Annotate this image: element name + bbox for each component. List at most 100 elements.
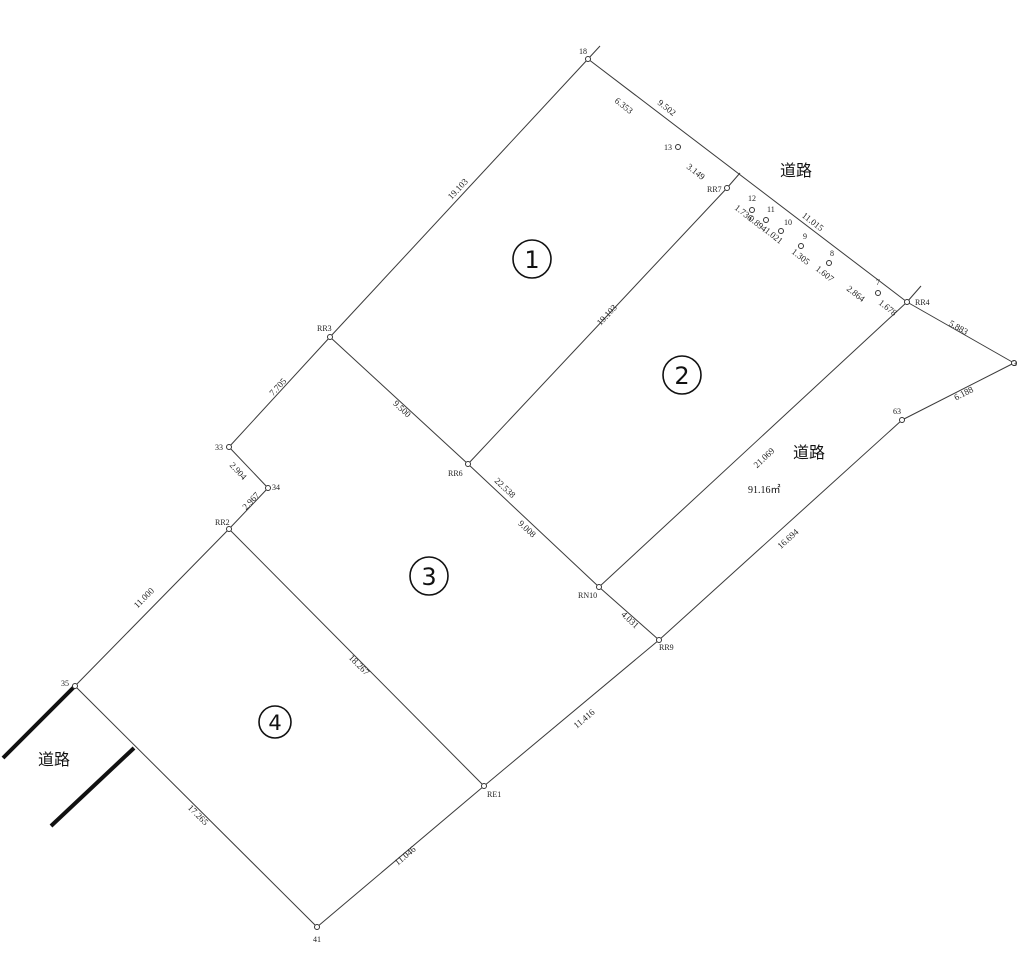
- point-label-rr6: RR6: [448, 469, 463, 478]
- boundary-lines: [74, 45, 1015, 928]
- lot-2: 2: [662, 355, 702, 395]
- lot-circle: [662, 355, 702, 395]
- distance-rr7-rr6: 19.103: [595, 302, 620, 327]
- distance-labels: 6.353 9.502 3.149 1.736 0.894 1.021 1.30…: [132, 95, 976, 867]
- point-label-rr7: RR7: [707, 185, 722, 194]
- distance-34-rr2: 2.967: [240, 490, 261, 512]
- point-label-13: 13: [664, 143, 672, 152]
- lot-circle: [512, 239, 552, 279]
- boundary-18-rr4: [587, 58, 908, 303]
- point-marker: [904, 299, 910, 305]
- division-rn10-rr9: [598, 586, 660, 641]
- lot-4-number: 4: [268, 711, 281, 735]
- point-marker: [763, 217, 769, 223]
- distance-33-34: 2.904: [228, 460, 249, 482]
- distance-rr4-3: 5.883: [947, 318, 970, 337]
- road-labels: 道路 道路 道路: [38, 161, 825, 769]
- point-label-rr3: RR3: [317, 324, 332, 333]
- point-label-12: 12: [748, 194, 756, 203]
- boundary-rr2-35: [74, 528, 230, 687]
- point-label-8: 8: [830, 249, 834, 258]
- distance-18-rr7: 9.502: [656, 97, 678, 117]
- distance-13-rr7: 3.149: [685, 161, 708, 182]
- boundary-rr3-33: [228, 336, 331, 448]
- road-edge-line: [49, 746, 136, 828]
- point-label-re1: RE1: [487, 790, 501, 799]
- lot-1-number: 1: [524, 246, 539, 274]
- distance-10-9: 1.305: [790, 246, 813, 267]
- point-marker: [265, 485, 271, 491]
- lot-1: 1: [512, 239, 552, 279]
- distance-35-41: 17.265: [186, 803, 211, 828]
- point-label-7: 7: [876, 278, 880, 287]
- boundary-3-rr4: [906, 301, 1015, 364]
- point-marker: [656, 637, 662, 643]
- distance-63-rr9: 16.694: [775, 526, 800, 550]
- road-label-southwest: 道路: [38, 750, 70, 769]
- survey-points: [72, 56, 1017, 930]
- lot-3-number: 3: [421, 563, 436, 591]
- distance-rr4-rn10: 21.069: [751, 445, 776, 470]
- division-rr2-re1: [228, 528, 485, 787]
- point-marker: [226, 444, 232, 450]
- point-marker: [481, 783, 487, 789]
- point-marker: [327, 334, 333, 340]
- point-label-35: 35: [61, 679, 69, 688]
- tick-rr7: [726, 172, 741, 189]
- boundary-63-3: [901, 362, 1015, 421]
- point-marker: [826, 260, 832, 266]
- distance-41-re1: 11.046: [393, 844, 419, 868]
- road-edge-line: [1, 684, 77, 760]
- division-rr3-rr6: [329, 336, 469, 465]
- point-label-rr4: RR4: [915, 298, 930, 307]
- point-label-18: 18: [579, 47, 587, 56]
- boundary-41-re1: [316, 785, 485, 928]
- distance-rr6-rn10-a: 22.538: [493, 476, 518, 501]
- point-label-9: 9: [803, 232, 807, 241]
- distance-rr6-rn10-b: 9.008: [516, 518, 538, 539]
- point-marker: [724, 185, 730, 191]
- distance-9-8: 1.607: [814, 263, 837, 284]
- point-marker: [798, 243, 804, 249]
- distance-3-63: 6.188: [952, 384, 975, 402]
- point-label-10: 10: [784, 218, 792, 227]
- point-label-3: 3: [1013, 359, 1017, 368]
- boundary-re1-rr9: [483, 639, 660, 787]
- distance-rr3-rr6: 9.500: [391, 398, 413, 419]
- boundary-34-rr2: [228, 487, 269, 530]
- distance-rr2-re1: 18.267: [347, 653, 372, 678]
- distance-7-rr4: 1.678: [877, 297, 900, 318]
- point-marker: [596, 584, 602, 590]
- point-label-41: 41: [313, 935, 321, 944]
- tick-rr4: [906, 285, 922, 303]
- point-marker: [675, 144, 681, 150]
- point-marker: [899, 417, 905, 423]
- division-rr6-rr7: [467, 187, 728, 465]
- point-marker: [314, 924, 320, 930]
- point-label-11: 11: [767, 205, 775, 214]
- point-label-63: 63: [893, 407, 901, 416]
- point-marker: [72, 683, 78, 689]
- point-label-rr2: RR2: [215, 518, 230, 527]
- lot-circle: [258, 705, 292, 739]
- distance-rn10-rr9: 4.031: [619, 609, 641, 630]
- distance-18-rr3: 19.103: [446, 176, 471, 201]
- lot-numbers: 1 2 3 4: [258, 239, 702, 739]
- point-marker: [465, 461, 471, 467]
- area-label: 91.16㎡: [748, 484, 781, 496]
- point-marker: [778, 228, 784, 234]
- division-rn10-rr4: [598, 301, 908, 588]
- point-marker: [875, 290, 881, 296]
- point-marker: [1011, 360, 1017, 366]
- boundary-35-41: [74, 685, 318, 928]
- lot-circle: [409, 556, 449, 596]
- point-labels: 18 13 RR7 12 11 10 9 8 7 RR4 3 63 RR3 33…: [61, 47, 1017, 944]
- boundary-rr9-63: [658, 419, 903, 641]
- point-marker: [749, 207, 755, 213]
- point-marker: [226, 526, 232, 532]
- point-marker: [585, 56, 591, 62]
- boundary-18-rr3: [329, 58, 589, 338]
- point-label-rn10: RN10: [578, 591, 597, 600]
- lot-4: 4: [258, 705, 292, 739]
